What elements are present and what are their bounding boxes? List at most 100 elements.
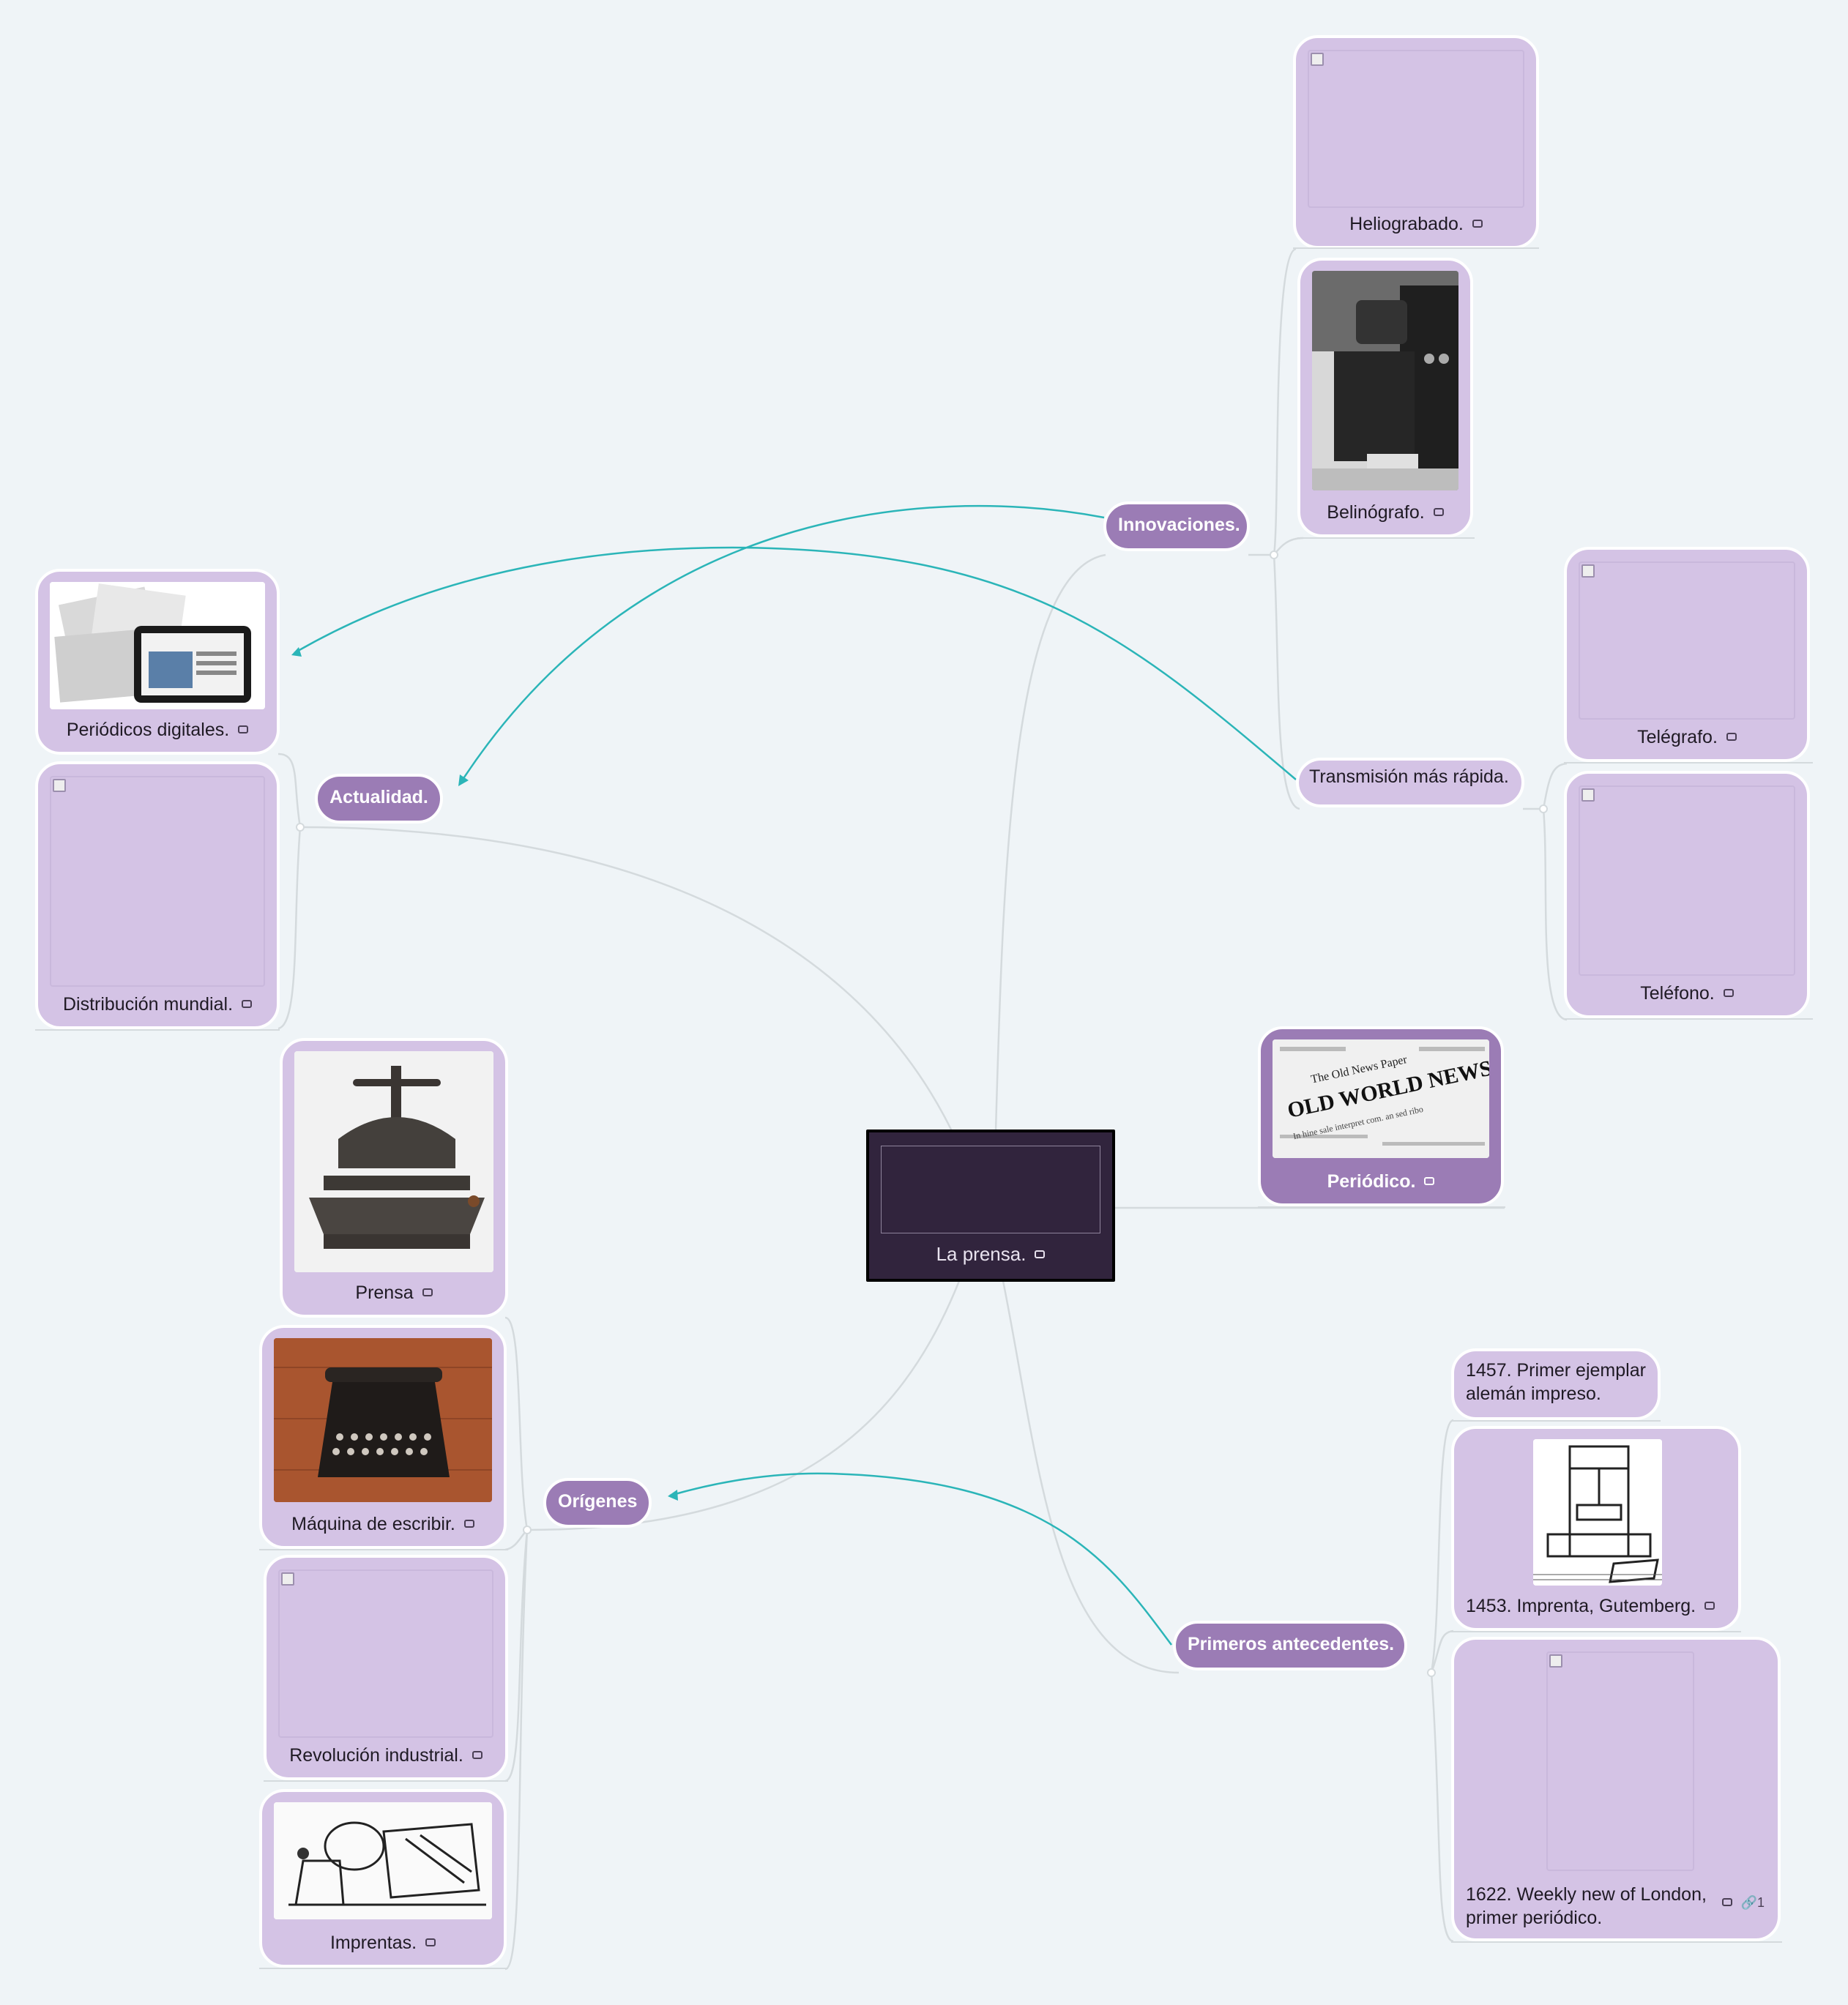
- revolucion-image-placeholder: [278, 1569, 493, 1738]
- central-image-placeholder: [881, 1146, 1100, 1233]
- connector-heliograbado: [1273, 247, 1297, 556]
- branch-actualidad[interactable]: Actualidad.: [315, 774, 443, 824]
- connector-center-primeros: [1002, 1280, 1180, 1674]
- telefono-label: Teléfono.: [1640, 983, 1715, 1004]
- card-telegrafo[interactable]: Telégrafo.: [1564, 547, 1810, 762]
- card-prensa[interactable]: Prensa: [280, 1038, 508, 1318]
- note-icon[interactable]: [1433, 507, 1444, 516]
- arrowhead-origenes: [668, 1490, 678, 1501]
- underline-weekly: [1451, 1941, 1782, 1943]
- book-press-icon: [294, 1051, 493, 1272]
- arrowhead-periodicos: [291, 647, 302, 657]
- maquina-label: Máquina de escribir.: [291, 1514, 455, 1534]
- belinografo-label: Belinógrafo.: [1327, 502, 1425, 523]
- typewriter-icon: [274, 1338, 492, 1502]
- card-imprentas[interactable]: Imprentas.: [259, 1789, 507, 1968]
- connector-belinografo: [1273, 537, 1304, 556]
- hub-actualidad: [296, 823, 305, 832]
- distribucion-image-placeholder: [50, 776, 265, 987]
- underline-imprentas: [259, 1968, 508, 1969]
- prensa-label: Prensa: [355, 1282, 414, 1303]
- note-icon[interactable]: [422, 1288, 433, 1296]
- underline-telefono: [1564, 1018, 1813, 1020]
- card-gutemberg[interactable]: 1453. Imprenta, Gutemberg.: [1451, 1426, 1741, 1631]
- distribucion-label: Distribución mundial.: [62, 994, 234, 1015]
- connector-gutemberg: [1430, 1629, 1454, 1673]
- card-periodico[interactable]: OLD WORLD NEWS The Old News Paper In hin…: [1258, 1026, 1504, 1206]
- underline-heliograbado: [1293, 247, 1539, 249]
- note-icon[interactable]: [1726, 732, 1737, 741]
- connector-weekly: [1430, 1672, 1454, 1943]
- gutemberg-image: [1533, 1439, 1662, 1586]
- weekly-line2: primer periódico.: [1466, 1908, 1603, 1928]
- card-belinografo[interactable]: Belinógrafo.: [1297, 258, 1473, 537]
- relationship-primeros-origenes: [669, 1472, 1173, 1646]
- link-icon[interactable]: 🔗1: [1740, 1895, 1765, 1910]
- note-icon[interactable]: [242, 999, 253, 1008]
- connector-telefono: [1542, 808, 1568, 1021]
- underline-telegrafo: [1564, 762, 1813, 763]
- card-telefono[interactable]: Teléfono.: [1564, 771, 1810, 1018]
- maquina-image: [274, 1338, 492, 1502]
- card-periodicos-digitales[interactable]: Periódicos digitales.: [35, 569, 280, 755]
- arrowhead-actualidad: [458, 774, 469, 786]
- central-label: La prensa.: [936, 1243, 1027, 1265]
- note-icon[interactable]: [1472, 219, 1483, 228]
- heliograbado-label: Heliograbado.: [1349, 214, 1464, 234]
- note-primer-ejemplar[interactable]: 1457. Primer ejemplar alemán impreso.: [1451, 1348, 1661, 1420]
- revolucion-label: Revolución industrial.: [289, 1745, 463, 1766]
- connector-transmision: [1273, 554, 1300, 810]
- underline-primer-ejemplar: [1451, 1420, 1661, 1422]
- weekly-line1: 1622. Weekly new of London,: [1466, 1884, 1707, 1905]
- underline-maquina: [259, 1549, 508, 1550]
- connector-periodicos-digitales: [277, 753, 302, 828]
- hub-origenes: [523, 1526, 532, 1534]
- printing-press-machine-icon: [274, 1802, 492, 1919]
- connector-center-actualidad: [299, 826, 953, 1132]
- note-icon[interactable]: [425, 1938, 436, 1946]
- connector-imprentas: [504, 1529, 529, 1971]
- branch-origenes[interactable]: Orígenes: [543, 1478, 652, 1528]
- telefono-image-placeholder: [1579, 785, 1795, 976]
- hub-transmision: [1539, 804, 1548, 813]
- telegrafo-image-placeholder: [1579, 561, 1795, 720]
- card-weekly-london[interactable]: 1622. Weekly new of London, primer perió…: [1451, 1637, 1781, 1941]
- card-distribucion-mundial[interactable]: Distribución mundial.: [35, 761, 280, 1029]
- underline-distribucion: [35, 1029, 280, 1031]
- card-maquina-escribir[interactable]: Máquina de escribir.: [259, 1325, 507, 1549]
- branch-innovaciones[interactable]: Innovaciones.: [1103, 501, 1250, 551]
- hub-innovaciones: [1270, 550, 1278, 559]
- primer-ejemplar-line2: alemán impreso.: [1466, 1384, 1601, 1404]
- relationship-transmision-periodicos: [294, 546, 1297, 780]
- connector-primer-ejemplar: [1430, 1419, 1454, 1673]
- branch-transmision[interactable]: Transmisión más rápida.: [1296, 758, 1524, 807]
- note-icon[interactable]: [238, 725, 249, 733]
- connector-revolucion: [504, 1529, 529, 1782]
- connector-prensa: [504, 1316, 529, 1531]
- prensa-image: [294, 1051, 493, 1272]
- hub-primeros: [1427, 1668, 1436, 1677]
- card-revolucion-industrial[interactable]: Revolución industrial.: [264, 1555, 508, 1780]
- underline-belinografo: [1297, 537, 1475, 539]
- underline-periodico: [1258, 1206, 1505, 1208]
- note-icon[interactable]: [1704, 1601, 1715, 1610]
- belinograph-machine-icon: [1312, 271, 1458, 490]
- note-icon[interactable]: [472, 1750, 483, 1759]
- note-icon[interactable]: [1424, 1176, 1435, 1185]
- connector-telegrafo: [1542, 762, 1568, 810]
- card-heliograbado[interactable]: Heliograbado.: [1293, 35, 1539, 249]
- connector-maquina: [504, 1529, 528, 1551]
- central-topic[interactable]: La prensa.: [866, 1130, 1115, 1282]
- note-icon[interactable]: [1723, 988, 1734, 997]
- connector-center-innovaciones: [994, 553, 1106, 1132]
- note-icon[interactable]: [1721, 1898, 1732, 1907]
- tablet-newspapers-icon: [50, 582, 265, 709]
- underline-revolucion: [264, 1780, 508, 1782]
- branch-primeros[interactable]: Primeros antecedentes.: [1173, 1621, 1407, 1670]
- note-icon[interactable]: [463, 1519, 474, 1528]
- belinografo-image: [1312, 271, 1458, 490]
- underline-gutemberg: [1451, 1631, 1741, 1632]
- note-icon[interactable]: [1035, 1250, 1046, 1258]
- imprentas-image: [274, 1802, 492, 1919]
